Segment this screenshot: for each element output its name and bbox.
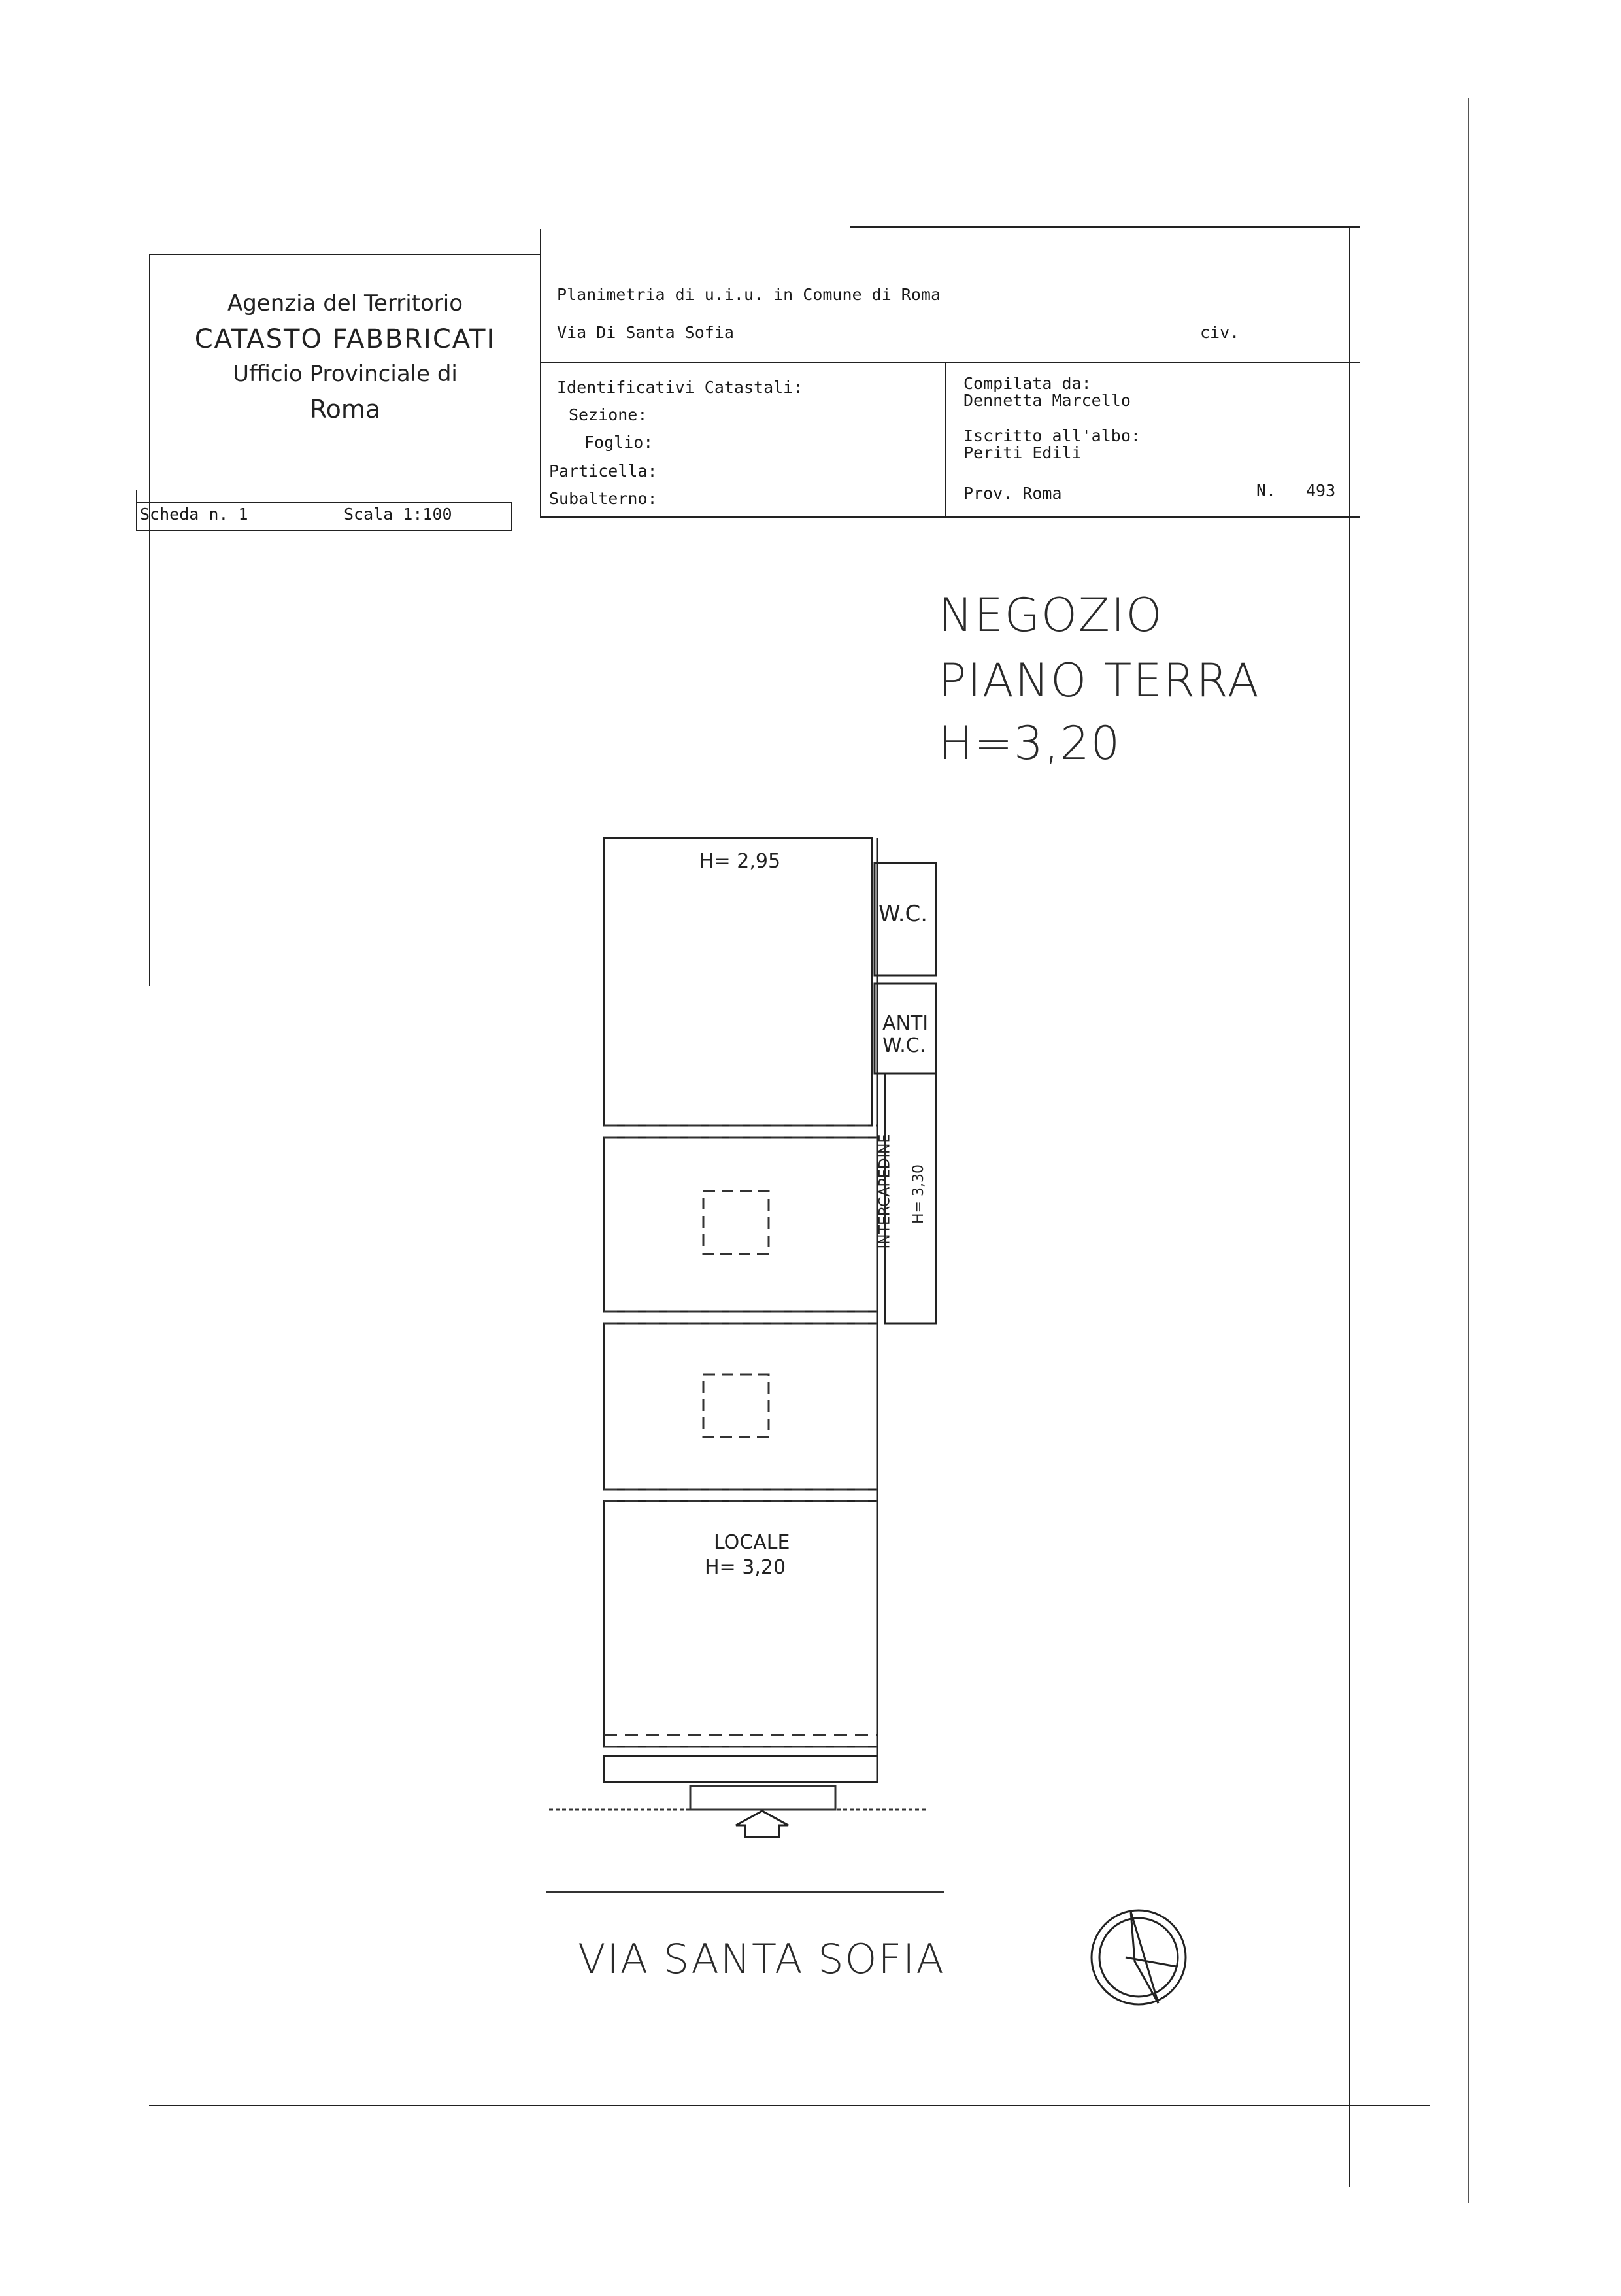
title-block-mid-right — [540, 362, 1360, 363]
iscritto-label: Iscritto all'albo: — [963, 426, 1141, 445]
agency-name: Agenzia del Territorio — [227, 290, 463, 316]
city-label: Roma — [309, 395, 381, 424]
catasto-title: CATASTO FABBRICATI — [194, 324, 496, 354]
scheda-row-bottom — [136, 530, 512, 531]
title-block-top-right — [850, 226, 1360, 228]
street-name: VIA SANTA SOFIA — [578, 1935, 945, 1983]
plan-title-negozio: NEGOZIO — [939, 588, 1163, 642]
title-block-left — [149, 254, 150, 986]
locale-label: LOCALE — [714, 1531, 790, 1554]
scheda-row-top — [136, 502, 512, 503]
room-middle-1 — [603, 1136, 878, 1313]
page-right-border — [1349, 226, 1350, 2187]
compilata-name: Dennetta Marcello — [963, 391, 1131, 410]
room-top-height: H= 2,95 — [699, 850, 781, 873]
compilata-divider — [945, 362, 946, 516]
prov-label: Prov. Roma — [963, 484, 1062, 503]
intercapedine-room — [884, 1072, 937, 1325]
scheda-number: Scheda n. 1 — [140, 505, 248, 524]
civ-label: civ. — [1200, 323, 1240, 342]
pillar-2 — [702, 1373, 770, 1438]
room-middle-2 — [603, 1322, 878, 1491]
subalterno-label: Subalterno: — [549, 489, 658, 508]
anti-label: ANTI — [882, 1012, 929, 1035]
intercapedine-label: INTERCAPEDINE — [877, 1134, 894, 1249]
wc-label: W.C. — [878, 901, 928, 927]
identificativi-title: Identificativi Catastali: — [557, 378, 803, 397]
title-block-divider — [540, 229, 541, 518]
intercapedine-height: H= 3,30 — [910, 1164, 927, 1224]
n-label: N. — [1256, 481, 1277, 500]
plan-title-height: H=3,20 — [939, 717, 1122, 770]
scheda-row-left — [136, 490, 137, 531]
plan-title-piano: PIANO TERRA — [939, 654, 1260, 707]
particella-label: Particella: — [549, 462, 658, 481]
compilata-label: Compilata da: — [963, 374, 1092, 393]
wc-room — [873, 862, 937, 977]
locale-height: H= 3,20 — [705, 1556, 786, 1579]
ufficio-label: Ufficio Provinciale di — [233, 361, 458, 387]
page-right-edge — [1468, 98, 1469, 2203]
room-top — [603, 837, 873, 1127]
title-block-top-left — [149, 254, 540, 255]
albo-label: Periti Edili — [963, 443, 1082, 462]
north-arrow — [1090, 1909, 1187, 2006]
scala-label: Scala 1:100 — [344, 505, 452, 524]
anti-wc-label: W.C. — [882, 1034, 926, 1057]
pillar-1 — [702, 1190, 770, 1255]
scheda-row-right — [511, 502, 512, 531]
sezione-label: Sezione: — [569, 405, 648, 424]
foglio-label: Foglio: — [584, 433, 654, 452]
title-block-bottom — [540, 516, 1360, 518]
n-value: 493 — [1306, 481, 1336, 500]
address-line: Via Di Santa Sofia — [557, 323, 734, 342]
planimetria-title: Planimetria di u.i.u. in Comune di Roma — [557, 285, 941, 304]
entrance-arrow — [735, 1810, 789, 1838]
page-bottom-border — [149, 2105, 1430, 2106]
room-entrance — [603, 1755, 878, 1783]
